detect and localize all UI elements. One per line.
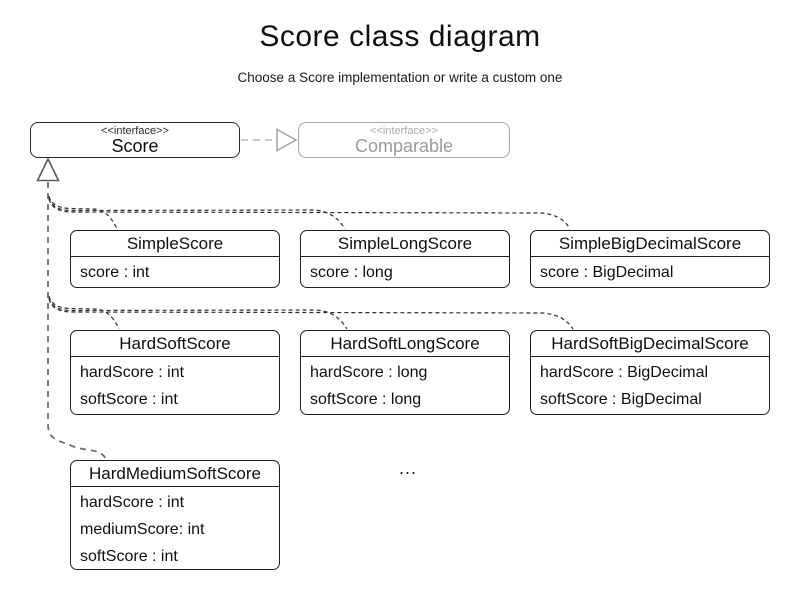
score-name: Score: [111, 136, 159, 156]
class-attribute: softScore : int: [80, 548, 178, 565]
class-simplescore: SimpleScore score : int: [70, 230, 280, 288]
class-attribute: score : BigDecimal: [540, 264, 674, 281]
interface-score: <<interface>> Score: [30, 122, 240, 158]
branch-simplelongscore: [48, 197, 346, 230]
realization-arrowhead-icon: [276, 128, 298, 152]
class-attribute: hardScore : int: [80, 494, 185, 511]
class-hardsoftlongscore: HardSoftLongScore hardScore : long softS…: [300, 330, 510, 415]
class-simplelongscore: SimpleLongScore score : long: [300, 230, 510, 288]
class-attribute: mediumScore: int: [80, 521, 205, 538]
class-attribute: softScore : int: [80, 391, 178, 408]
interface-comparable: <<interface>> Comparable: [298, 122, 510, 158]
branch-hardsoftbigdecimalscore: [48, 298, 574, 330]
branch-hardsoftlongscore: [48, 297, 348, 330]
class-name: HardSoftScore: [71, 331, 279, 357]
class-name: HardMediumSoftScore: [71, 461, 279, 487]
comparable-stereotype: <<interface>>: [370, 125, 438, 137]
class-hardsoftscore: HardSoftScore hardScore : int softScore …: [70, 330, 280, 415]
page-subtitle: Choose a Score implementation or write a…: [237, 70, 563, 85]
branch-simplebigdecimalscore: [48, 198, 571, 230]
class-attribute: hardScore : int: [80, 364, 185, 381]
class-attribute: hardScore : BigDecimal: [540, 364, 709, 381]
class-name: HardSoftBigDecimalScore: [531, 331, 769, 357]
generalization-arrowhead-icon: [36, 157, 60, 182]
class-hardmediumsoftscore: HardMediumSoftScore hardScore : int medi…: [70, 460, 280, 570]
comparable-name: Comparable: [354, 136, 454, 156]
score-stereotype: <<interface>>: [101, 125, 169, 137]
more-implementations-ellipsis: ...: [399, 458, 418, 478]
class-attribute: score : long: [310, 264, 393, 281]
class-name: SimpleLongScore: [301, 231, 509, 257]
class-simplebigdecimalscore: SimpleBigDecimalScore score : BigDecimal: [530, 230, 770, 288]
class-attribute: softScore : long: [310, 391, 422, 408]
class-attribute: softScore : BigDecimal: [540, 391, 702, 408]
branch-simplescore: [48, 195, 118, 230]
inheritance-trunk-line: [47, 182, 107, 460]
branch-hardsoftscore: [48, 295, 120, 330]
class-name: SimpleBigDecimalScore: [531, 231, 769, 257]
class-hardsoftbigdecimalscore: HardSoftBigDecimalScore hardScore : BigD…: [530, 330, 770, 415]
class-attribute: hardScore : long: [310, 364, 428, 381]
class-attribute: score : int: [80, 264, 150, 281]
class-name: SimpleScore: [71, 231, 279, 257]
class-name: HardSoftLongScore: [301, 331, 509, 357]
page-title: Score class diagram: [259, 20, 541, 53]
